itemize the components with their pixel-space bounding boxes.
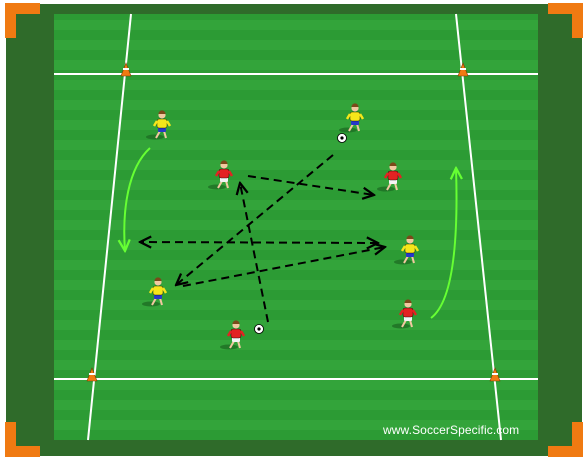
field-lines [54,13,538,441]
player-red [220,320,246,350]
run-arrows [124,147,457,319]
player-red [208,160,234,190]
line-right [455,13,502,441]
cones [86,62,501,382]
players [142,103,420,350]
corner-flag-top-left [5,3,40,38]
player-yellow [394,235,420,265]
corner-flags [5,3,583,457]
ball [337,133,347,143]
ball [254,324,264,334]
player-red [392,299,418,329]
pass-arrow [240,183,269,323]
player-yellow [339,103,365,133]
corner-flag-bottom-right [548,422,583,457]
player-red [377,162,403,192]
player-yellow [142,277,168,307]
run-arrow-right [430,168,457,319]
pitch-surface [54,14,538,440]
line-left [87,13,132,441]
pass-arrows [140,154,385,323]
watermark: www.SoccerSpecific.com [383,423,520,437]
pass-arrow [176,154,334,285]
pass-arrow [140,242,378,243]
corner-flag-top-right [548,3,583,38]
pass-arrow [182,247,385,287]
run-arrow-left [124,147,151,251]
corner-flag-bottom-left [5,422,40,457]
cone [86,367,98,382]
cone [457,62,469,77]
pass-arrow [247,175,374,195]
player-yellow [146,110,172,140]
cone [489,367,501,382]
cone [120,62,132,77]
